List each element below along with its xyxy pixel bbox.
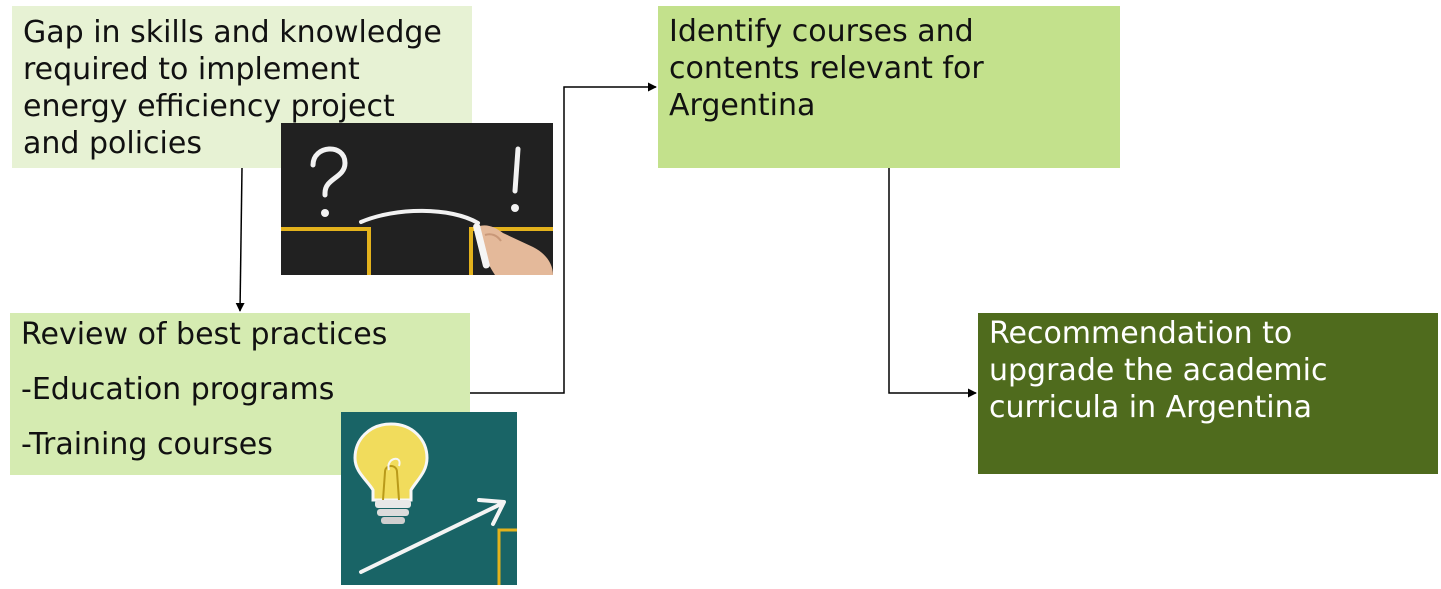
connector-review-to-identify (470, 82, 657, 394)
recommend-line-3: curricula in Argentina (989, 390, 1312, 425)
gap-line-3: energy efficiency project (23, 89, 395, 124)
recommend-line-2: upgrade the academic (989, 353, 1328, 388)
identify-line-3: Argentina (669, 88, 816, 123)
gap-skills-box: Gap in skills and knowledge required to … (12, 6, 472, 168)
recommend-line-1: Recommendation to (989, 316, 1293, 351)
gap-line-1: Gap in skills and knowledge (23, 15, 442, 50)
recommendation-box: Recommendation to upgrade the academic c… (978, 313, 1438, 474)
review-line-2: -Education programs (21, 372, 335, 407)
identify-line-2: contents relevant for (669, 51, 984, 86)
identify-courses-box: Identify courses and contents relevant f… (658, 6, 1120, 168)
connector-gap-to-review (235, 167, 245, 312)
connector-identify-to-recommendation (888, 168, 977, 398)
lightbulb-arrow-chalkboard-icon (341, 412, 517, 585)
review-best-practices-box: Review of best practices -Education prog… (10, 313, 470, 475)
chalkboard-question-exclamation-icon (281, 123, 553, 275)
gap-line-2: required to implement (23, 52, 360, 87)
identify-line-1: Identify courses and (669, 14, 974, 49)
gap-line-4: and policies (23, 126, 202, 161)
review-line-1: Review of best practices (21, 317, 388, 352)
review-line-3: -Training courses (21, 427, 273, 462)
